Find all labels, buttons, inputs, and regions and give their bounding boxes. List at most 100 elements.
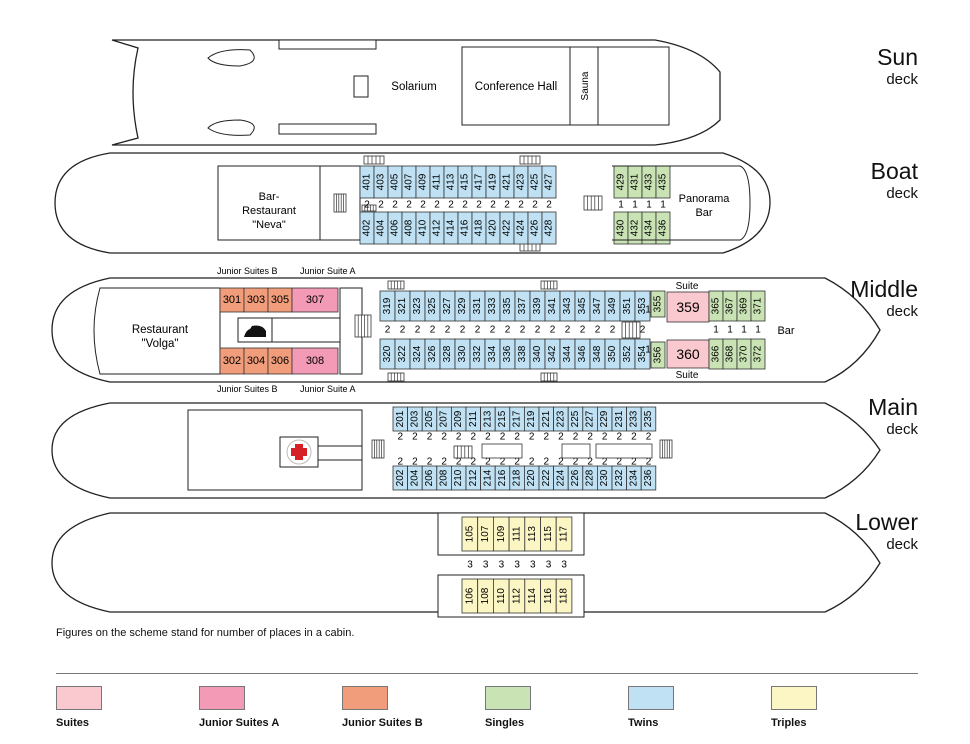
cabin-348[interactable]: 348 xyxy=(589,338,606,370)
cabin-436[interactable]: 436 xyxy=(655,211,671,245)
cabin-428[interactable]: 428 xyxy=(541,211,557,245)
cabin-435[interactable]: 435 xyxy=(655,165,671,199)
cabin-219[interactable]: 219 xyxy=(524,406,540,432)
cabin-303[interactable]: 303 xyxy=(243,287,269,313)
cabin-227[interactable]: 227 xyxy=(582,406,598,432)
cabin-359[interactable]: 359 xyxy=(666,291,710,323)
cabin-369[interactable]: 369 xyxy=(736,290,752,322)
cabin-431[interactable]: 431 xyxy=(627,165,643,199)
cabin-342[interactable]: 342 xyxy=(544,338,561,370)
cabin-337[interactable]: 337 xyxy=(514,290,531,322)
cabin-372[interactable]: 372 xyxy=(750,338,766,370)
cabin-222[interactable]: 222 xyxy=(538,465,555,491)
cabin-340[interactable]: 340 xyxy=(529,338,546,370)
cabin-203[interactable]: 203 xyxy=(407,406,423,432)
cabin-406[interactable]: 406 xyxy=(387,211,403,245)
cabin-230[interactable]: 230 xyxy=(597,465,613,491)
cabin-370[interactable]: 370 xyxy=(736,338,752,370)
cabin-213[interactable]: 213 xyxy=(480,406,496,432)
cabin-113[interactable]: 113 xyxy=(524,516,541,552)
cabin-429[interactable]: 429 xyxy=(613,165,629,199)
cabin-346[interactable]: 346 xyxy=(574,338,591,370)
cabin-433[interactable]: 433 xyxy=(641,165,657,199)
cabin-408[interactable]: 408 xyxy=(401,211,417,245)
cabin-422[interactable]: 422 xyxy=(499,211,515,245)
cabin-108[interactable]: 108 xyxy=(477,578,494,614)
cabin-209[interactable]: 209 xyxy=(450,406,467,432)
cabin-207[interactable]: 207 xyxy=(436,406,452,432)
cabin-217[interactable]: 217 xyxy=(509,406,525,432)
cabin-224[interactable]: 224 xyxy=(553,465,569,491)
cabin-412[interactable]: 412 xyxy=(429,211,445,245)
cabin-322[interactable]: 322 xyxy=(394,338,411,370)
cabin-105[interactable]: 105 xyxy=(461,516,479,552)
cabin-332[interactable]: 332 xyxy=(469,338,486,370)
cabin-115[interactable]: 115 xyxy=(540,516,557,552)
cabin-308[interactable]: 308 xyxy=(291,347,339,375)
cabin-402[interactable]: 402 xyxy=(359,211,375,245)
cabin-228[interactable]: 228 xyxy=(582,465,598,491)
cabin-319[interactable]: 319 xyxy=(379,290,396,322)
cabin-424[interactable]: 424 xyxy=(513,211,529,245)
cabin-405[interactable]: 405 xyxy=(387,165,403,199)
cabin-434[interactable]: 434 xyxy=(641,211,657,245)
cabin-204[interactable]: 204 xyxy=(407,465,423,491)
cabin-202[interactable]: 202 xyxy=(392,465,409,491)
cabin-401[interactable]: 401 xyxy=(359,165,375,199)
cabin-417[interactable]: 417 xyxy=(471,165,487,199)
cabin-350[interactable]: 350 xyxy=(604,338,621,370)
cabin-211[interactable]: 211 xyxy=(465,406,482,432)
cabin-425[interactable]: 425 xyxy=(527,165,543,199)
cabin-328[interactable]: 328 xyxy=(439,338,456,370)
cabin-117[interactable]: 117 xyxy=(555,516,573,552)
cabin-116[interactable]: 116 xyxy=(540,578,557,614)
cabin-365[interactable]: 365 xyxy=(708,290,724,322)
cabin-326[interactable]: 326 xyxy=(424,338,441,370)
cabin-366[interactable]: 366 xyxy=(708,338,724,370)
cabin-430[interactable]: 430 xyxy=(613,211,629,245)
cabin-235[interactable]: 235 xyxy=(640,406,657,432)
cabin-416[interactable]: 416 xyxy=(457,211,473,245)
cabin-335[interactable]: 335 xyxy=(499,290,516,322)
cabin-333[interactable]: 333 xyxy=(484,290,501,322)
cabin-221[interactable]: 221 xyxy=(538,406,555,432)
cabin-354[interactable]: 354 xyxy=(634,338,651,370)
cabin-427[interactable]: 427 xyxy=(541,165,557,199)
cabin-111[interactable]: 111 xyxy=(508,516,526,552)
cabin-353[interactable]: 353 xyxy=(634,290,651,322)
cabin-215[interactable]: 215 xyxy=(494,406,511,432)
cabin-413[interactable]: 413 xyxy=(443,165,459,199)
cabin-371[interactable]: 371 xyxy=(750,290,766,322)
cabin-218[interactable]: 218 xyxy=(509,465,525,491)
cabin-201[interactable]: 201 xyxy=(392,406,409,432)
cabin-114[interactable]: 114 xyxy=(524,578,541,614)
cabin-330[interactable]: 330 xyxy=(454,338,471,370)
cabin-338[interactable]: 338 xyxy=(514,338,531,370)
cabin-205[interactable]: 205 xyxy=(421,406,438,432)
cabin-334[interactable]: 334 xyxy=(484,338,501,370)
cabin-307[interactable]: 307 xyxy=(291,287,339,313)
cabin-234[interactable]: 234 xyxy=(626,465,642,491)
cabin-368[interactable]: 368 xyxy=(722,338,738,370)
cabin-118[interactable]: 118 xyxy=(555,578,573,614)
cabin-210[interactable]: 210 xyxy=(450,465,467,491)
cabin-426[interactable]: 426 xyxy=(527,211,543,245)
cabin-331[interactable]: 331 xyxy=(469,290,486,322)
cabin-324[interactable]: 324 xyxy=(409,338,426,370)
cabin-420[interactable]: 420 xyxy=(485,211,501,245)
cabin-351[interactable]: 351 xyxy=(619,290,636,322)
cabin-233[interactable]: 233 xyxy=(626,406,642,432)
cabin-343[interactable]: 343 xyxy=(559,290,576,322)
cabin-360[interactable]: 360 xyxy=(666,339,710,369)
cabin-232[interactable]: 232 xyxy=(611,465,628,491)
cabin-355[interactable]: 355 xyxy=(650,290,666,318)
cabin-404[interactable]: 404 xyxy=(373,211,389,245)
cabin-407[interactable]: 407 xyxy=(401,165,417,199)
cabin-223[interactable]: 223 xyxy=(553,406,569,432)
cabin-106[interactable]: 106 xyxy=(461,578,479,614)
cabin-214[interactable]: 214 xyxy=(480,465,496,491)
cabin-301[interactable]: 301 xyxy=(219,287,245,313)
cabin-336[interactable]: 336 xyxy=(499,338,516,370)
cabin-110[interactable]: 110 xyxy=(492,578,510,614)
cabin-344[interactable]: 344 xyxy=(559,338,576,370)
